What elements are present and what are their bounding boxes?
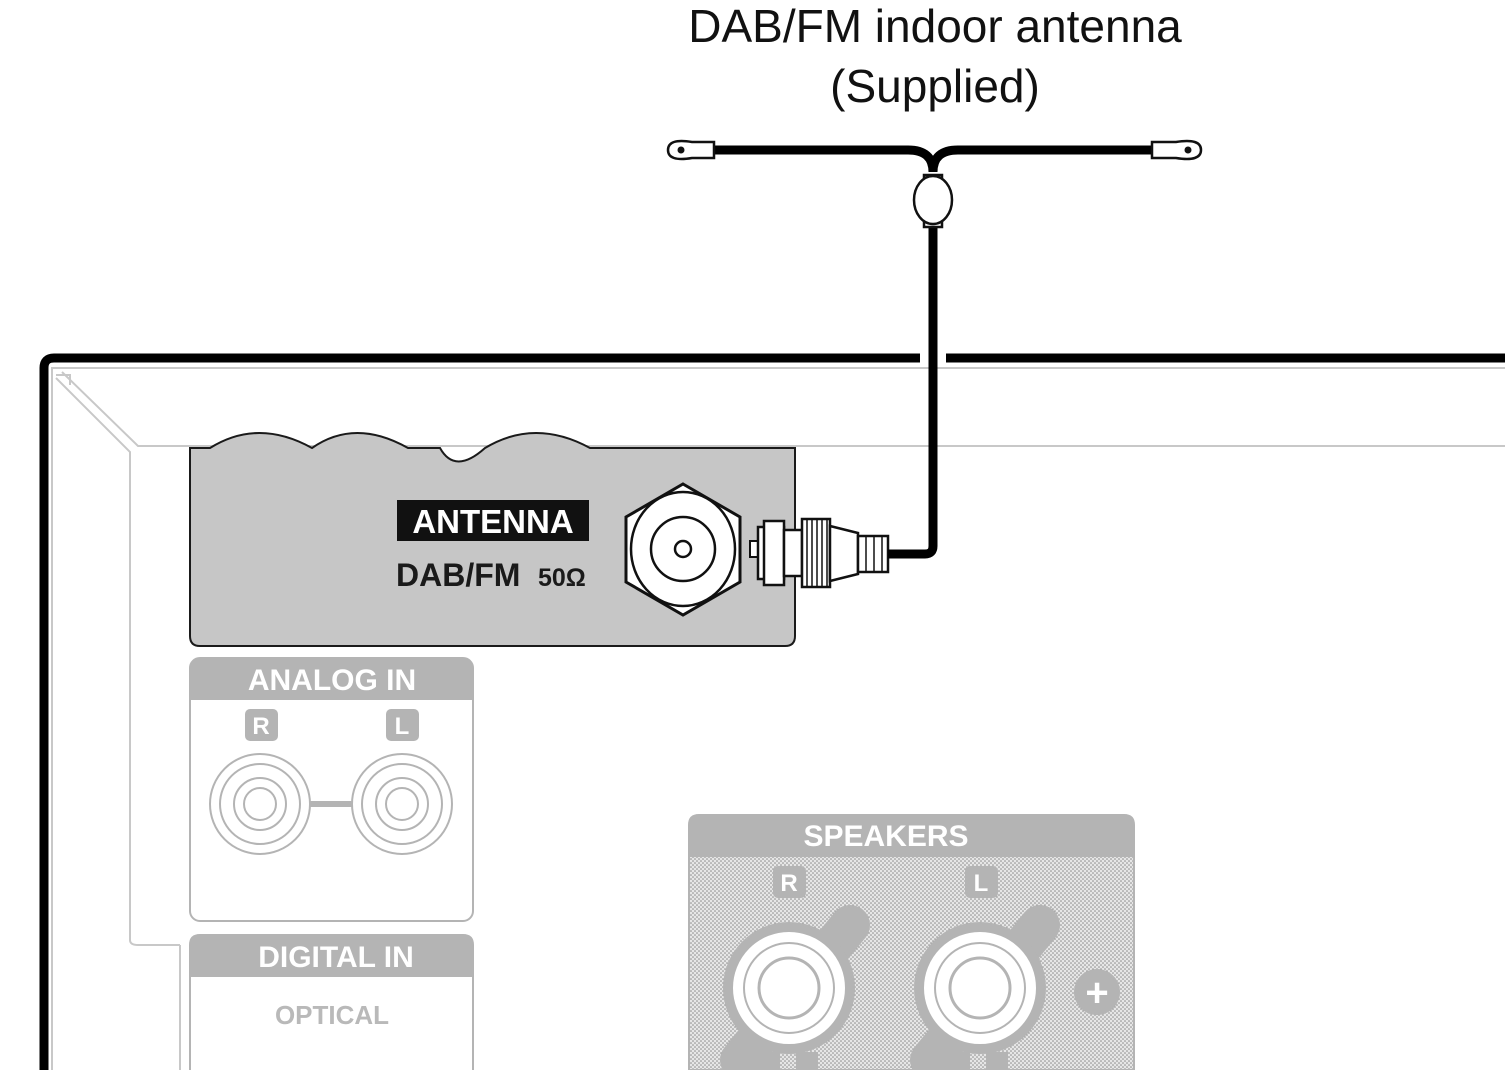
antenna-terminal-left <box>666 139 716 161</box>
speakers-panel: SPEAKERS R L + <box>688 814 1135 1070</box>
caption-line-2: (Supplied) <box>830 60 1040 112</box>
antenna-cable <box>710 145 1155 559</box>
caption-line-1: DAB/FM indoor antenna <box>688 0 1182 52</box>
analog-in-title: ANALOG IN <box>248 664 416 697</box>
analog-in-left-label: L <box>395 713 410 740</box>
speakers-title: SPEAKERS <box>803 820 968 853</box>
antenna-title: ANTENNA <box>412 503 573 540</box>
optical-label: OPTICAL <box>275 1000 389 1030</box>
analog-in-panel: ANALOG IN R L <box>189 657 474 922</box>
speaker-terminal-left[interactable] <box>910 905 1060 1070</box>
antenna-panel: ANTENNA DAB/FM 50Ω <box>189 432 796 647</box>
dab-fm-label: DAB/FM <box>396 557 520 593</box>
antenna-terminal-right <box>1150 139 1203 161</box>
polarity-label: + <box>1085 971 1108 1015</box>
speakers-right-label: R <box>780 870 797 897</box>
digital-in-title: DIGITAL IN <box>258 941 414 974</box>
analog-in-right-jack[interactable] <box>209 753 311 855</box>
receiver-chassis <box>39 353 1505 1070</box>
antenna-title-box <box>397 500 589 541</box>
antenna-jack[interactable] <box>624 482 742 617</box>
speakers-left-label: L <box>974 870 989 897</box>
impedance-label: 50Ω <box>538 564 586 592</box>
analog-in-right-label: R <box>252 713 269 740</box>
antenna-plug[interactable] <box>749 517 890 589</box>
analog-in-left-jack[interactable] <box>351 753 453 855</box>
speaker-terminal-right[interactable] <box>720 905 870 1070</box>
plus-polarity-icon: + <box>1074 969 1120 1015</box>
digital-in-panel: DIGITAL IN OPTICAL <box>189 934 474 1070</box>
